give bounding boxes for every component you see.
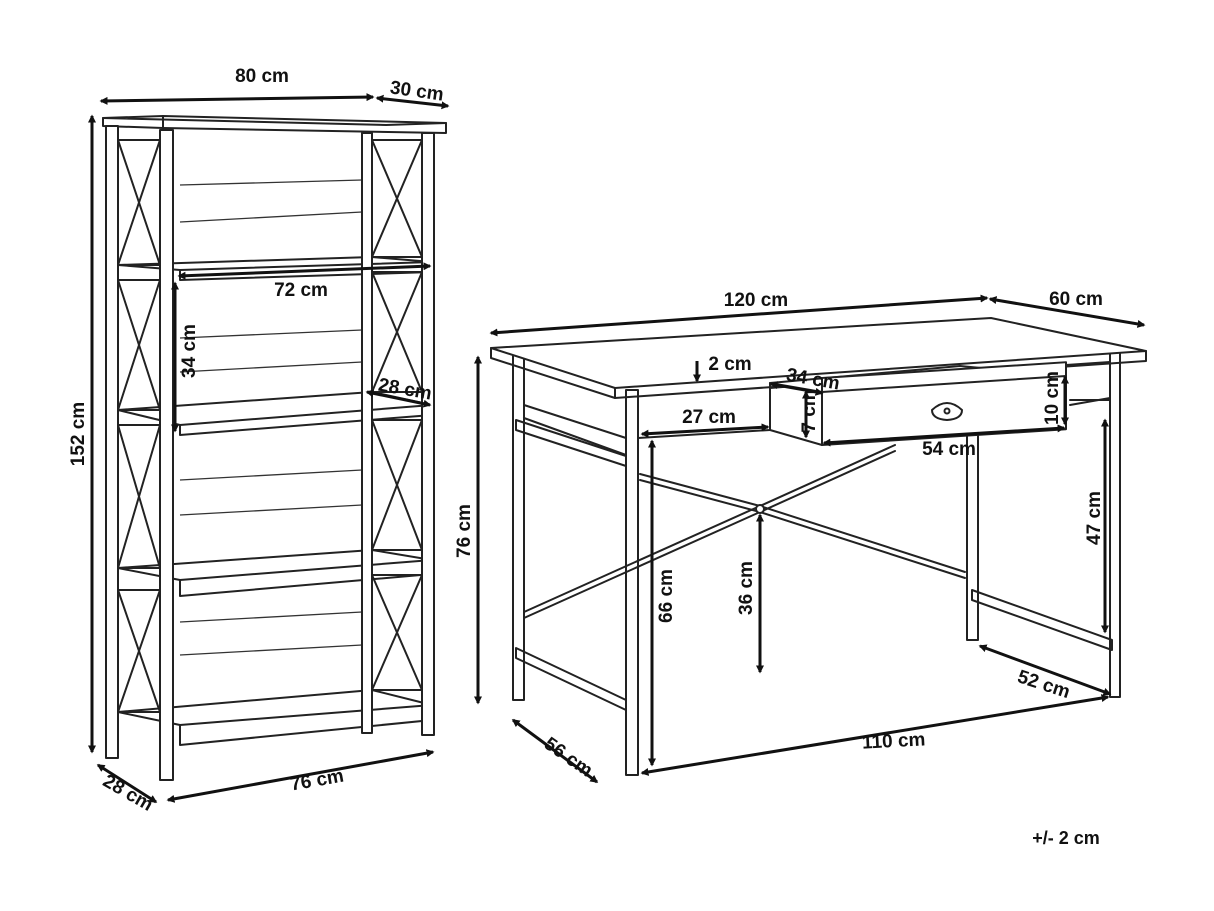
- bookcase-shelf-gap-label: 34 cm: [179, 324, 200, 378]
- desk-top-thickness-label: 2 cm: [708, 354, 751, 375]
- bookcase-base-width-label: 76 cm: [289, 766, 346, 796]
- desk-side-bar: [515, 419, 627, 467]
- bookcase-post: [105, 125, 119, 759]
- desk-dimensions: [474, 294, 1146, 784]
- desk-cross-brace: [523, 417, 966, 619]
- desk-base-width-label: 110 cm: [862, 729, 926, 753]
- bookcase-drawing: [102, 115, 447, 781]
- desk-height-label: 76 cm: [454, 504, 475, 558]
- desk-leg: [625, 389, 639, 776]
- drawer-handle: [931, 402, 963, 421]
- bookcase-base-depth-label: 28 cm: [99, 771, 156, 816]
- bookcase-width-label: 80 cm: [235, 66, 289, 87]
- desk-side-clearance-label: 47 cm: [1084, 491, 1105, 545]
- bookcase-side-braces: [117, 139, 161, 713]
- bookcase-height-label: 152 cm: [68, 402, 89, 466]
- desk-drawer-front-label: 10 cm: [1042, 371, 1063, 425]
- bookcase-post: [159, 129, 174, 781]
- desk-side-bar: [971, 589, 1113, 651]
- desk-drawer-width-label: 54 cm: [922, 439, 976, 460]
- desk-drawer-offset-label: 27 cm: [682, 407, 736, 428]
- desk-leg: [512, 351, 525, 701]
- bookcase-side-braces: [371, 139, 423, 691]
- bookcase-post: [421, 132, 435, 736]
- bookcase-shelf-width-label: 72 cm: [274, 280, 328, 301]
- desk-crossbar-height-label: 36 cm: [736, 561, 757, 615]
- desk-side-bar: [515, 647, 627, 711]
- bookcase-post: [361, 132, 373, 734]
- desk-leg-clearance-label: 66 cm: [656, 569, 677, 623]
- tolerance-note: +/- 2 cm: [1032, 828, 1100, 848]
- desk-side-depth-label: 52 cm: [1015, 666, 1073, 703]
- desk-base-depth-label: 56 cm: [540, 733, 596, 781]
- desk-width-label: 120 cm: [724, 290, 788, 311]
- desk-drawer-height-label: 7 cm: [799, 389, 820, 432]
- desk-depth-label: 60 cm: [1049, 289, 1103, 310]
- bookcase-top: [102, 115, 447, 126]
- bookcase-dimensions: [88, 93, 450, 804]
